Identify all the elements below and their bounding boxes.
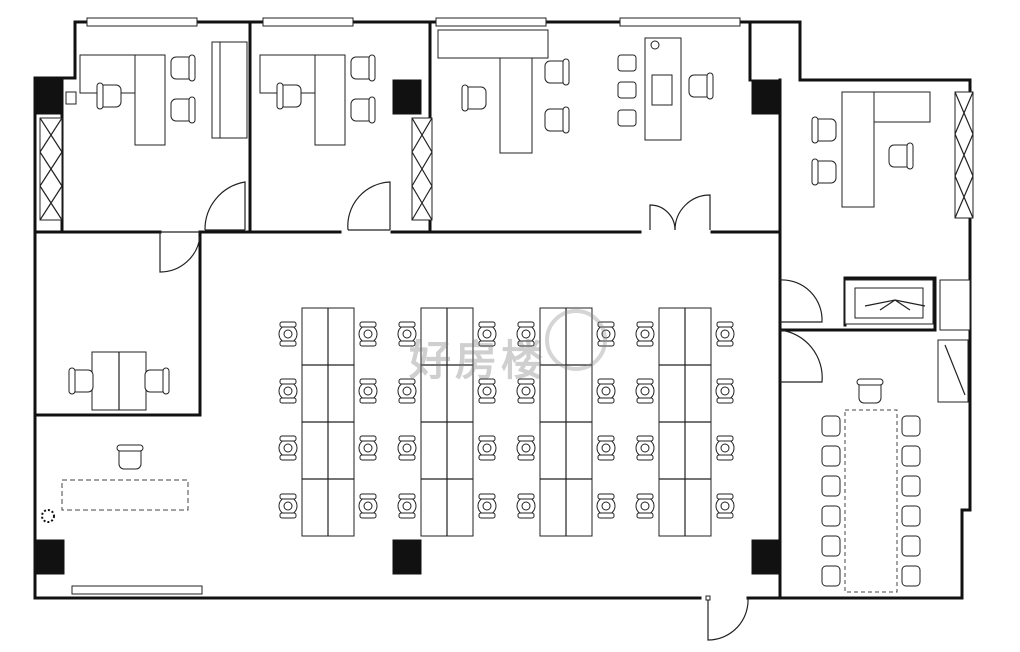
workstation-chair [278, 435, 298, 461]
workstation-chair [358, 435, 378, 461]
workstation-chair [397, 435, 417, 461]
office-room-2 [259, 54, 376, 146]
workstation-cluster-1 [301, 307, 355, 537]
doors [159, 181, 823, 641]
workstation-chair [278, 493, 298, 519]
workstation-chair [477, 378, 497, 404]
conference-room [821, 378, 921, 593]
workstation-chair [715, 493, 735, 519]
workstation-chair [358, 378, 378, 404]
workstation-chair [596, 493, 616, 519]
workstation-chair [715, 321, 735, 347]
workstation-chair [516, 321, 536, 347]
workstation-chair [477, 493, 497, 519]
workstation-chair [358, 321, 378, 347]
workstation-cluster-2 [420, 307, 474, 537]
workstation-chair [278, 321, 298, 347]
workstation-chair [635, 493, 655, 519]
workstation-chair [596, 435, 616, 461]
small-meeting-room [68, 351, 170, 411]
workstation-chair [477, 321, 497, 347]
workstation-chair [516, 493, 536, 519]
workstation-chair [635, 435, 655, 461]
structural-columns [35, 79, 781, 575]
office-room-3 [437, 29, 714, 154]
workstation-chair [397, 378, 417, 404]
workstation-chair [477, 435, 497, 461]
conference-chairs-right [901, 415, 921, 587]
workstation-cluster-4 [658, 307, 712, 537]
workstation-chair [635, 321, 655, 347]
workstation-chair [635, 378, 655, 404]
sofa [844, 279, 934, 325]
workstation-chair [715, 378, 735, 404]
shelving-units [39, 91, 974, 221]
pantry-counter [937, 279, 971, 403]
reception-area [41, 444, 189, 523]
workstation-chair [715, 435, 735, 461]
workstation-chair [516, 378, 536, 404]
office-room-4 [811, 91, 931, 208]
workstation-cluster-3 [539, 307, 593, 537]
workstation-chair [596, 378, 616, 404]
workstation-chair [358, 493, 378, 519]
conference-chairs-left [821, 415, 841, 587]
workstation-chair [397, 493, 417, 519]
workstation-chair [397, 321, 417, 347]
workstation-chair [516, 435, 536, 461]
workstation-chair [596, 321, 616, 347]
office-room-1 [65, 41, 248, 146]
workstation-chair [278, 378, 298, 404]
